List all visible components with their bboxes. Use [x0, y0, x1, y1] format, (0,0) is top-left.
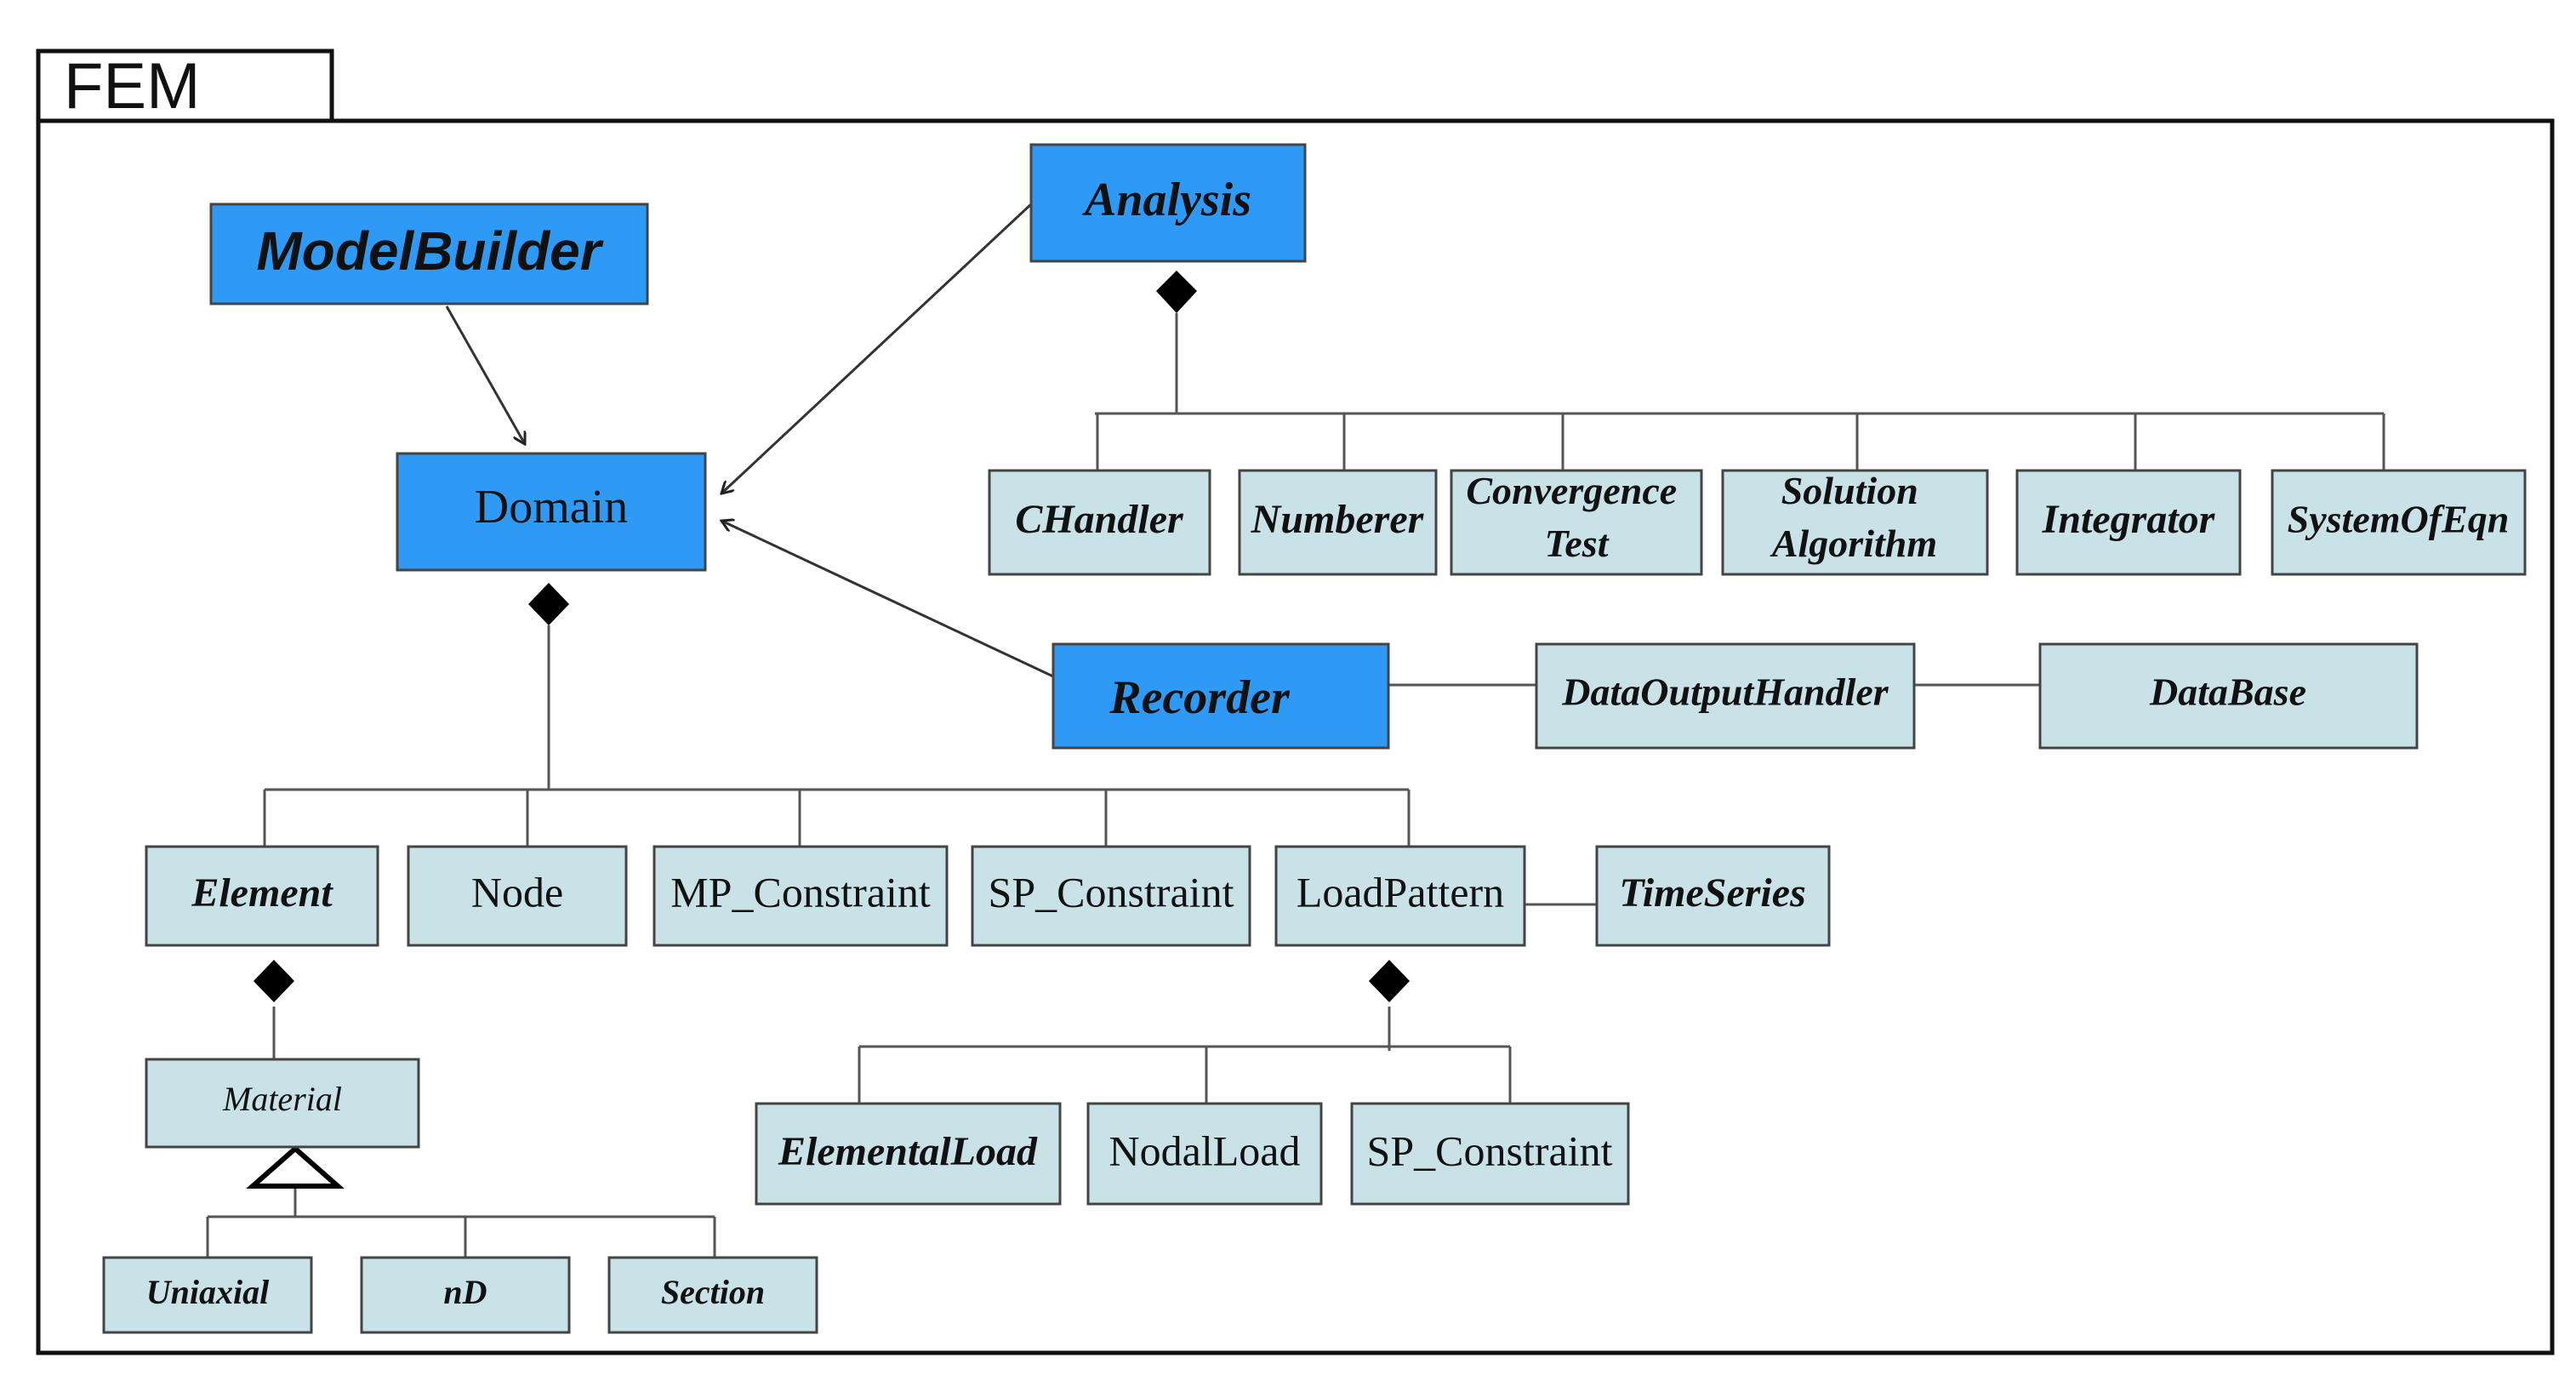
class-material[interactable]: Material — [145, 1058, 420, 1149]
package-frame — [36, 118, 2555, 1355]
class-solution-algorithm-label: Solution Algorithm — [1770, 469, 1937, 565]
material-inheritance-triangle — [246, 1145, 345, 1189]
class-timeseries-label: TimeSeries — [1619, 870, 1806, 916]
recorder-to-domain-arrow — [721, 521, 1054, 678]
class-integrator-label: Integrator — [2042, 497, 2216, 542]
class-section[interactable]: Section — [607, 1256, 818, 1334]
class-modelbuilder[interactable]: ModelBuilder — [209, 203, 649, 305]
loadpattern-composition-diamond — [1369, 960, 1410, 1002]
class-systemofeqn-label: SystemOfEqn — [2288, 498, 2510, 541]
class-convergence-test-line2: Test — [1545, 522, 1610, 565]
connectors — [206, 203, 2385, 1258]
class-domain[interactable]: Domain — [396, 452, 707, 572]
analysis-composition-diamond — [1156, 271, 1197, 313]
class-database-label: DataBase — [2149, 670, 2306, 714]
class-integrator[interactable]: Integrator — [2015, 469, 2242, 576]
class-sp-constraint-load-label: SP_Constraint — [1367, 1127, 1613, 1174]
class-recorder-label: Recorder — [1108, 671, 1291, 724]
class-mp-constraint-label: MP_Constraint — [670, 868, 931, 916]
class-elementalload-label: ElementalLoad — [778, 1129, 1038, 1174]
fem-package: FEM — [36, 48, 2555, 1355]
class-uniaxial-label: Uniaxial — [146, 1273, 270, 1311]
class-analysis[interactable]: Analysis — [1029, 143, 1307, 263]
class-systemofeqn[interactable]: SystemOfEqn — [2271, 469, 2527, 576]
class-recorder[interactable]: Recorder — [1051, 642, 1390, 750]
class-chandler-label: CHandler — [1015, 497, 1184, 542]
class-mp-constraint[interactable]: MP_Constraint — [653, 845, 949, 947]
domain-composition-diamond — [528, 583, 569, 625]
class-boxes: ModelBuilder Analysis Domain Recorder Da… — [102, 143, 2527, 1334]
class-modelbuilder-label: ModelBuilder — [256, 220, 603, 282]
class-convergence-test-line1: Convergence — [1466, 469, 1677, 512]
element-composition-diamond — [254, 960, 294, 1002]
class-dataoutputhandler-label: DataOutputHandler — [1561, 670, 1889, 714]
class-database[interactable]: DataBase — [2038, 642, 2419, 750]
class-convergence-test[interactable]: Convergence Test — [1450, 469, 1703, 576]
class-material-label: Material — [222, 1080, 342, 1118]
analysis-to-domain-arrow — [721, 203, 1033, 493]
class-timeseries[interactable]: TimeSeries — [1595, 845, 1831, 947]
class-nodalload-label: NodalLoad — [1109, 1127, 1301, 1174]
class-element-label: Element — [191, 870, 333, 916]
class-solution-algorithm-line2: Algorithm — [1770, 522, 1937, 565]
class-domain-label: Domain — [475, 481, 628, 533]
class-analysis-label: Analysis — [1082, 174, 1251, 226]
class-dataoutputhandler[interactable]: DataOutputHandler — [1535, 642, 1916, 750]
class-sp-constraint-load[interactable]: SP_Constraint — [1350, 1102, 1630, 1206]
class-node-label: Node — [471, 868, 563, 916]
class-nd[interactable]: nD — [360, 1256, 571, 1334]
class-element[interactable]: Element — [145, 845, 379, 947]
class-solution-algorithm[interactable]: Solution Algorithm — [1721, 469, 1989, 576]
class-chandler[interactable]: CHandler — [988, 469, 1211, 576]
class-loadpattern[interactable]: LoadPattern — [1274, 845, 1526, 947]
class-solution-algorithm-line1: Solution — [1781, 469, 1918, 512]
class-uniaxial[interactable]: Uniaxial — [102, 1256, 313, 1334]
modelbuilder-to-domain-arrow — [445, 305, 525, 444]
class-numberer-label: Numberer — [1251, 497, 1425, 542]
package-tab — [36, 48, 334, 123]
class-sp-constraint-label: SP_Constraint — [989, 868, 1234, 916]
class-convergence-test-label: Convergence Test — [1466, 469, 1686, 565]
package-label: FEM — [64, 50, 200, 123]
class-nd-label: nD — [443, 1273, 487, 1311]
class-section-label: Section — [661, 1273, 765, 1311]
class-sp-constraint[interactable]: SP_Constraint — [971, 845, 1251, 947]
class-node[interactable]: Node — [407, 845, 628, 947]
class-loadpattern-label: LoadPattern — [1297, 868, 1504, 916]
class-nodalload[interactable]: NodalLoad — [1086, 1102, 1323, 1206]
class-elementalload[interactable]: ElementalLoad — [755, 1102, 1062, 1206]
relationship-markers — [246, 271, 1410, 1189]
class-numberer[interactable]: Numberer — [1238, 469, 1438, 576]
